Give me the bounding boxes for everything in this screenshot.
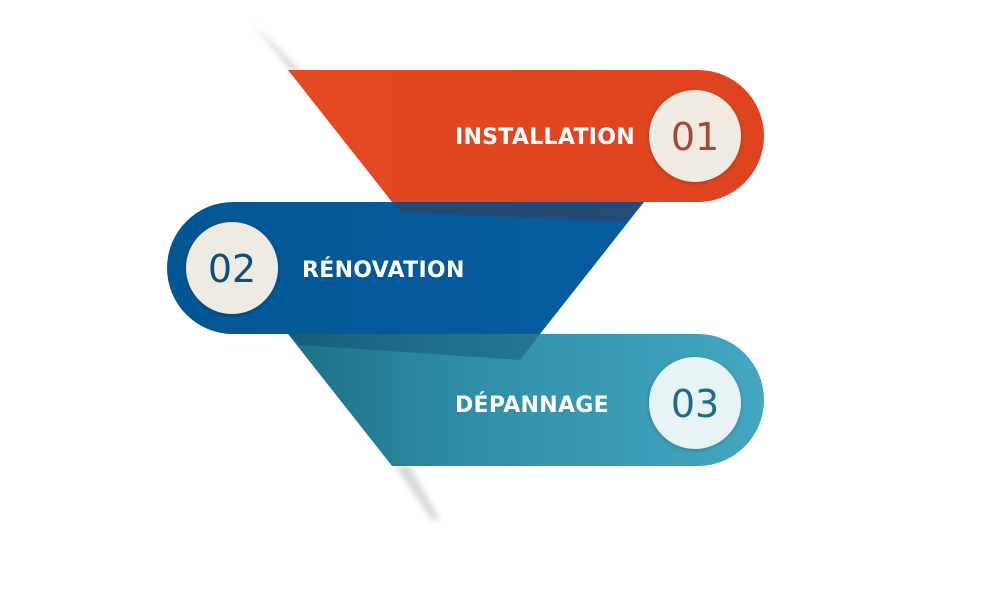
step-2-badge-circle [186, 222, 278, 314]
step-2-label: RÉNOVATION [302, 257, 465, 283]
step-3-label: DÉPANNAGE [455, 392, 609, 418]
step-2-ribbon [167, 202, 645, 360]
step-1-number: 01 [671, 115, 719, 159]
step-2-number: 02 [208, 247, 256, 291]
step-1-ribbon [288, 70, 764, 222]
top-fold-shadow [252, 22, 300, 70]
step-2-badge: 02 [186, 222, 278, 314]
step-3-band [288, 334, 764, 466]
step-1-label: INSTALLATION [455, 125, 635, 150]
step-1-badge-circle [649, 90, 741, 182]
step-1-band [288, 70, 764, 202]
bottom-fold-shadow [395, 466, 440, 520]
step-3-ribbon [288, 334, 764, 466]
step-2-fold [288, 334, 540, 360]
step-2-band [167, 202, 645, 334]
step-3-badge: 03 [649, 357, 741, 449]
step-1-badge: 01 [649, 90, 741, 182]
step-3-badge-circle [649, 357, 741, 449]
step-1-fold [392, 202, 644, 222]
step-3-number: 03 [671, 382, 719, 426]
